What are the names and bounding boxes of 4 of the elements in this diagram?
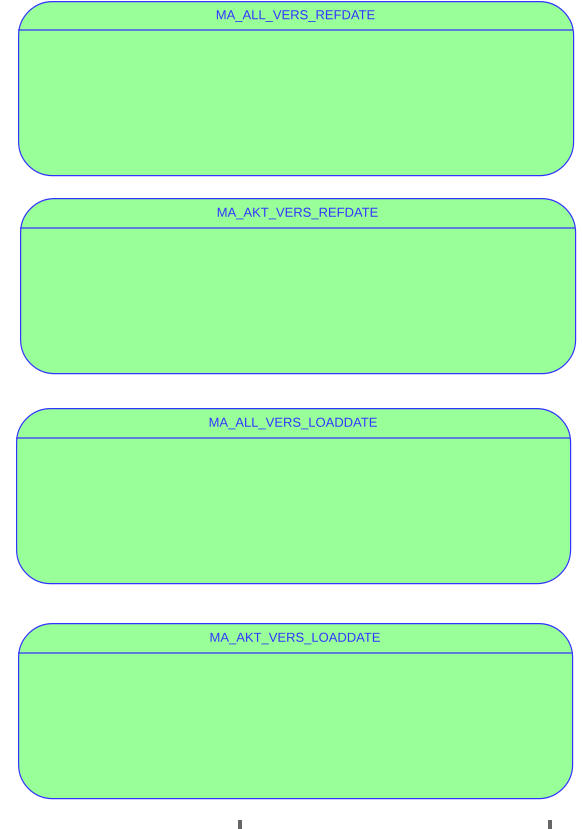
state-box: MA_ALL_VERS_LOADDATE <box>16 408 572 584</box>
state-box: MA_ALL_VERS_REFDATE <box>18 1 574 176</box>
state-box: MA_AKT_VERS_LOADDATE <box>18 623 574 800</box>
state-box: MA_AKT_VERS_REFDATE <box>20 198 576 374</box>
